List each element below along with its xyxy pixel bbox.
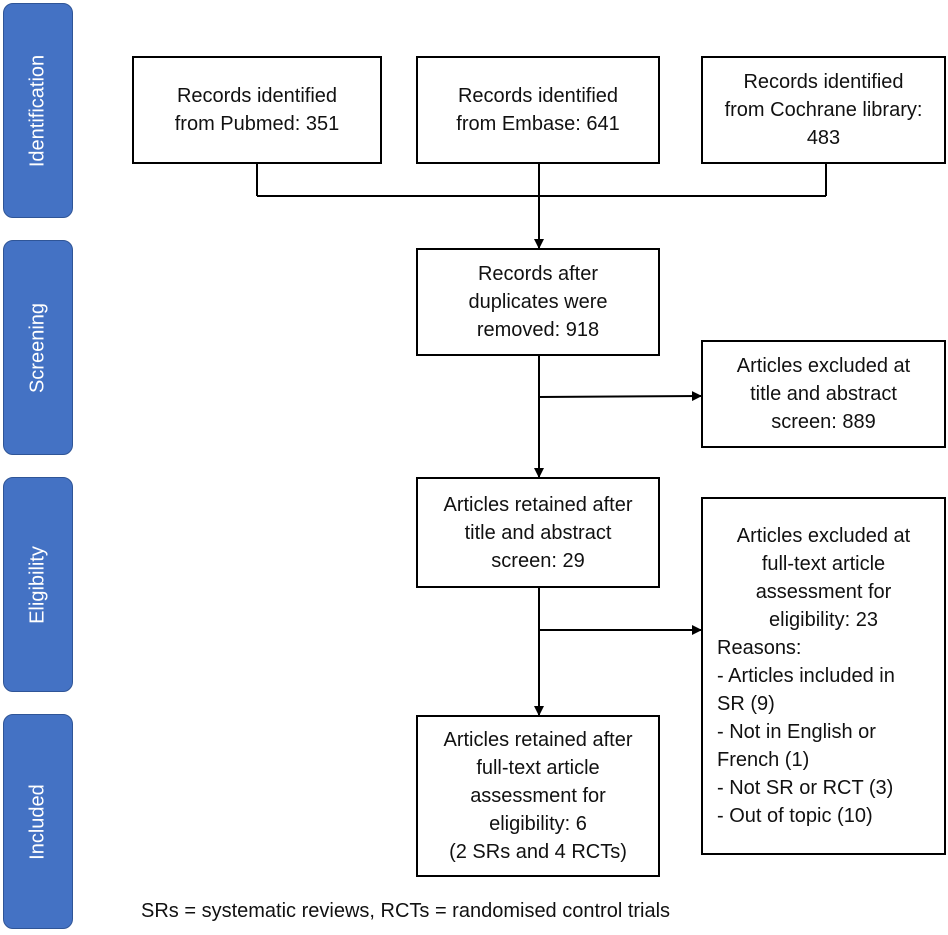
phase-eligibility: Eligibility: [3, 477, 73, 692]
box-text-line: from Embase: 641: [456, 113, 620, 135]
box-text-line: eligibility: 6: [489, 813, 587, 835]
reason-line: French (1): [717, 749, 810, 771]
box-text-line: assessment for: [470, 785, 606, 807]
box-text-line: Records after: [477, 263, 599, 285]
box-text-line: title and abstract: [750, 383, 897, 405]
box-records-embase: Records identified from Embase: 641: [416, 56, 660, 164]
box-text-line: from Pubmed: 351: [174, 113, 340, 135]
box-text-line: (2 SRs and 4 RCTs): [449, 841, 627, 863]
box-records-after-duplicates: Records after duplicates were removed: 9…: [416, 248, 660, 356]
box-text-line: Records identified: [743, 71, 904, 93]
phase-screening: Screening: [3, 240, 73, 455]
box-records-cochrane: Records identified from Cochrane library…: [701, 56, 946, 164]
box-text-line: screen: 889: [771, 411, 876, 433]
box-text-line: Records identified: [176, 85, 338, 107]
reason-line: - Not SR or RCT (3): [717, 777, 894, 799]
box-text-line: Articles excluded at: [736, 525, 911, 547]
box-excluded-full-text: Articles excluded at full-text article a…: [701, 497, 946, 855]
box-text-line: eligibility: 23: [769, 609, 878, 631]
reason-line: - Out of topic (10): [717, 805, 873, 827]
box-text-line: 483: [806, 127, 841, 149]
excluded-full-text-heading: Articles excluded at full-text article a…: [717, 522, 944, 634]
box-text-line: from Cochrane library:: [724, 99, 923, 121]
abbreviations-footnote: SRs = systematic reviews, RCTs = randomi…: [141, 900, 671, 922]
box-text-line: Articles retained after: [443, 729, 633, 751]
phase-included: Included: [3, 714, 73, 929]
box-records-pubmed: Records identified from Pubmed: 351: [132, 56, 382, 164]
box-text-line: full-text article: [476, 757, 600, 779]
box-excluded-title-abstract: Articles excluded at title and abstract …: [701, 340, 946, 448]
box-text-line: Articles retained after: [443, 493, 633, 516]
box-retained-title-abstract: Articles retained after title and abstra…: [416, 477, 660, 588]
box-text-line: full-text article: [761, 553, 886, 575]
box-text-line: Articles excluded at: [736, 355, 911, 377]
arrow-to-excluded-title-abstract: [538, 391, 702, 402]
reasons-label: Reasons:: [717, 637, 802, 659]
phase-identification: Identification: [3, 3, 73, 218]
box-text-line: title and abstract: [464, 521, 612, 544]
box-text-line: screen: 29: [491, 549, 585, 572]
box-retained-full-text: Articles retained after full-text articl…: [416, 715, 660, 877]
box-text-line: Records identified: [457, 85, 619, 107]
box-text-line: assessment for: [755, 581, 892, 603]
box-text-line: removed: 918: [476, 319, 600, 341]
reason-line: - Articles included in: [717, 665, 895, 687]
box-text-line: duplicates were: [468, 291, 608, 313]
reason-line: - Not in English or: [717, 721, 876, 743]
reason-line: SR (9): [717, 693, 775, 715]
